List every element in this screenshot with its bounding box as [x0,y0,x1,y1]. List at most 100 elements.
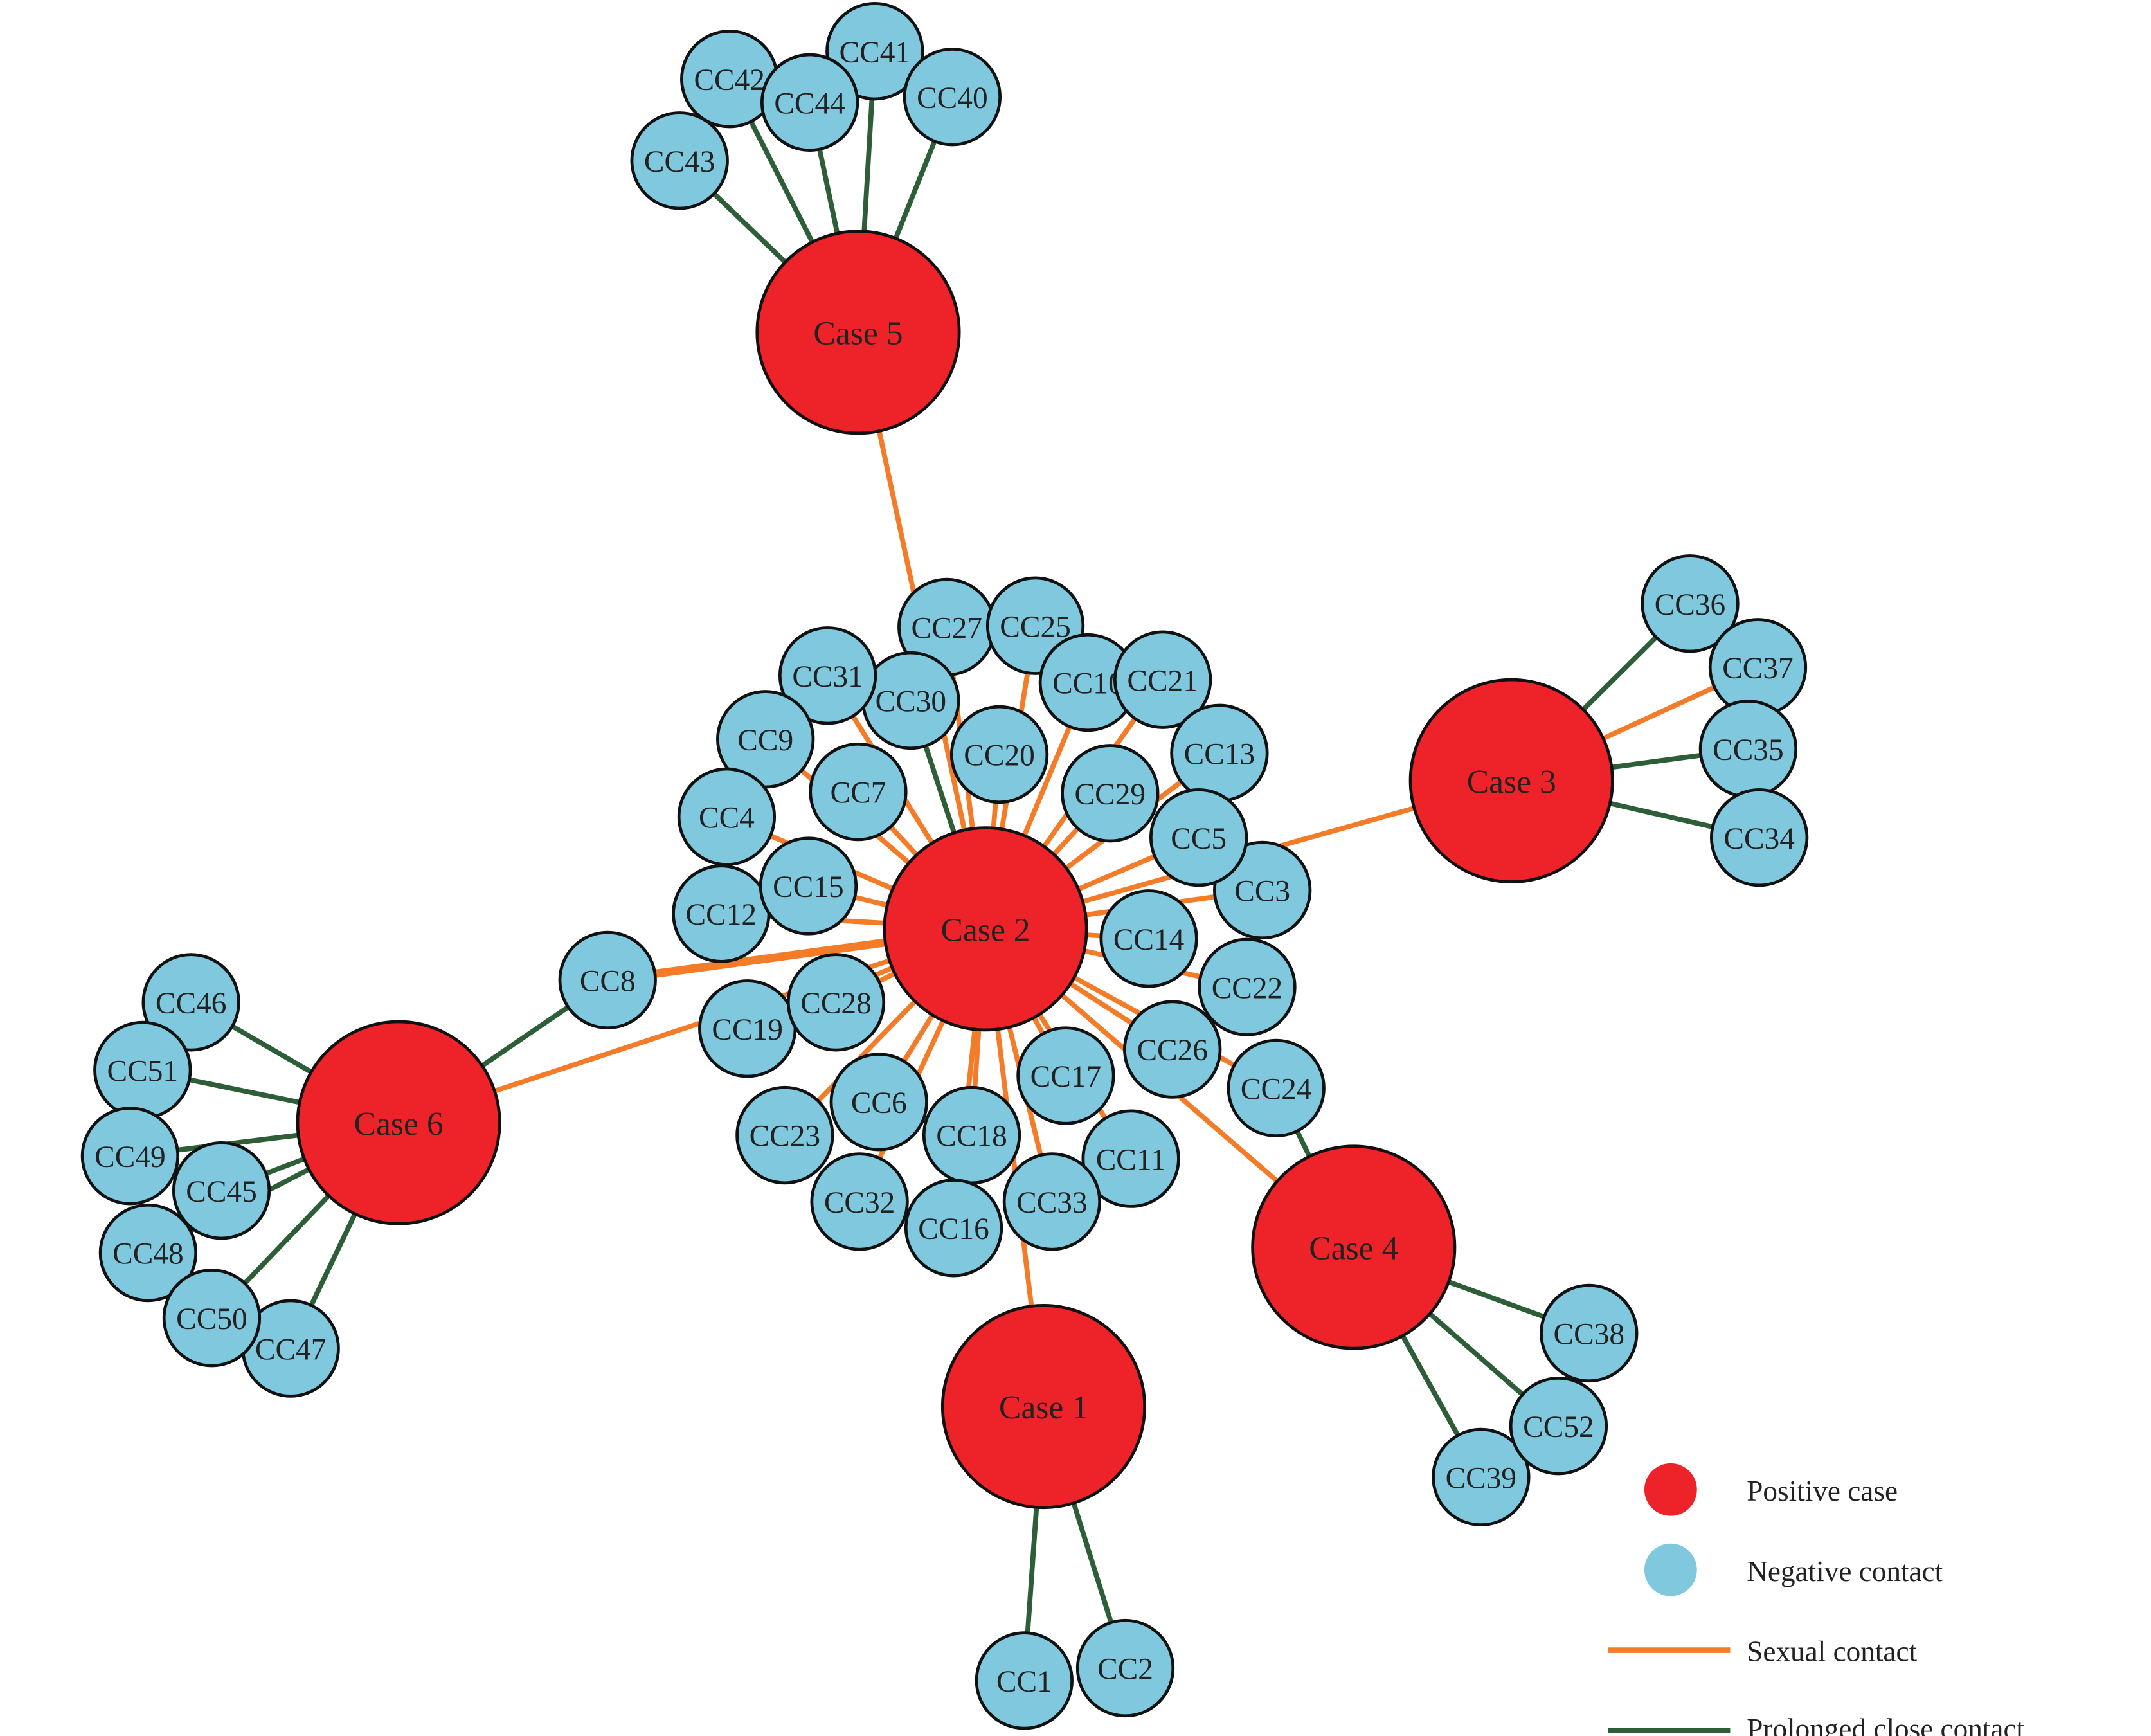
node-cc18: CC18 [922,1085,1022,1185]
node-label: CC12 [686,898,757,932]
node-cc24: CC24 [1227,1038,1326,1137]
node-label: CC6 [851,1087,907,1120]
node-cc32: CC32 [810,1152,909,1251]
node-cc40: CC40 [903,48,1002,147]
negative-contact-circle [1081,1109,1180,1208]
node-cc16: CC16 [904,1179,1004,1278]
node-cc21: CC21 [1113,630,1212,729]
legend-negative-label: Negative contact [1747,1555,1943,1587]
node-label: CC18 [936,1120,1007,1153]
legend: Positive case Negative contact Sexual co… [1608,1463,2025,1736]
node-label: CC9 [737,724,793,757]
negative-contact-circle [786,953,886,1052]
node-cc28: CC28 [786,953,886,1052]
node-label: CC34 [1724,822,1795,856]
negative-contact-circle [141,953,240,1052]
node-label: Case 3 [1467,764,1556,800]
node-cc22: CC22 [1198,937,1297,1036]
node-cc51: CC51 [93,1020,192,1120]
node-label: CC23 [750,1120,821,1153]
node-cc47: CC47 [241,1299,340,1398]
node-cc50: CC50 [162,1269,262,1368]
node-label: CC31 [792,660,863,694]
negative-contact-circle [759,836,858,936]
negative-contact-circle [904,1179,1004,1278]
negative-contact-circle [950,705,1049,804]
node-cc43: CC43 [630,111,729,210]
node-cc35: CC35 [1698,700,1798,799]
node-label: CC39 [1446,1462,1517,1496]
node-case-4: Case 4 [1251,1144,1457,1350]
positive-case-circle [296,1020,501,1225]
negative-contact-circle [1198,937,1297,1036]
node-label: CC43 [644,145,716,179]
negative-contact-circle [1061,744,1160,843]
node-label: CC11 [1096,1143,1166,1177]
node-case-1: Case 1 [941,1304,1147,1510]
node-label: Case 6 [354,1106,444,1143]
positive-case-circle [755,230,961,435]
node-cc41: CC41 [825,2,924,101]
negative-contact-circle [1540,1283,1639,1383]
node-label: CC30 [876,685,947,719]
node-case-3: Case 3 [1408,678,1614,883]
node-label: CC16 [918,1213,989,1246]
node-label: CC15 [773,871,844,904]
negative-contact-circle [1099,889,1198,988]
node-label: CC46 [156,987,227,1020]
node-cc15: CC15 [759,836,858,936]
negative-contact-circle [1149,788,1248,887]
legend-prolonged-label: Prolonged close contact [1747,1713,2024,1736]
node-cc30: CC30 [861,651,960,750]
negative-contact-circle [1113,630,1212,729]
node-label: CC21 [1127,664,1198,698]
negative-contact-circle [809,742,908,842]
negative-contact-circle [1123,1000,1222,1099]
node-label: CC45 [186,1175,257,1209]
negative-contact-circle [1076,1618,1175,1718]
negative-contact-circle [162,1269,262,1368]
node-label: CC27 [911,612,982,646]
node-label: CC36 [1655,588,1726,622]
negative-contact-circle [630,111,729,210]
node-cc20: CC20 [950,705,1049,804]
negative-contact-circle [1002,1152,1102,1251]
negative-contact-circle [98,1203,198,1303]
node-label: CC3 [1234,875,1290,909]
node-cc45: CC45 [172,1141,271,1240]
node-label: Case 5 [813,315,903,352]
node-label: CC29 [1075,778,1146,811]
node-cc17: CC17 [1016,1026,1115,1125]
negative-contact-circle [677,767,777,866]
node-cc49: CC49 [80,1107,180,1206]
negative-contact-circle [778,626,878,725]
node-cc34: CC34 [1709,788,1809,887]
node-label: CC25 [1000,610,1071,644]
node-label: CC17 [1030,1060,1102,1094]
node-cc37: CC37 [1708,618,1808,717]
node-label: Case 4 [1309,1231,1398,1267]
node-cc14: CC14 [1099,889,1198,988]
negative-contact-circle [829,1053,928,1152]
node-label: CC10 [1052,667,1124,701]
negative-contact-circle [1709,788,1809,887]
node-cc6: CC6 [829,1053,928,1152]
node-label: CC52 [1523,1411,1594,1444]
legend-positive-label: Positive case [1747,1475,1898,1507]
node-label: CC28 [800,987,872,1020]
node-label: CC37 [1722,652,1794,685]
node-cc36: CC36 [1641,554,1740,653]
node-cc26: CC26 [1123,1000,1222,1099]
negative-contact-circle [760,53,860,152]
node-cc4: CC4 [677,767,777,866]
node-label: CC51 [107,1055,179,1089]
node-label: Case 1 [999,1389,1088,1426]
node-cc46: CC46 [141,953,240,1052]
node-cc7: CC7 [809,742,908,842]
node-label: CC44 [774,87,845,120]
legend-negative-marker [1644,1543,1697,1596]
node-cc42: CC42 [680,30,779,129]
node-cc33: CC33 [1002,1152,1102,1251]
node-label: CC20 [964,739,1035,773]
